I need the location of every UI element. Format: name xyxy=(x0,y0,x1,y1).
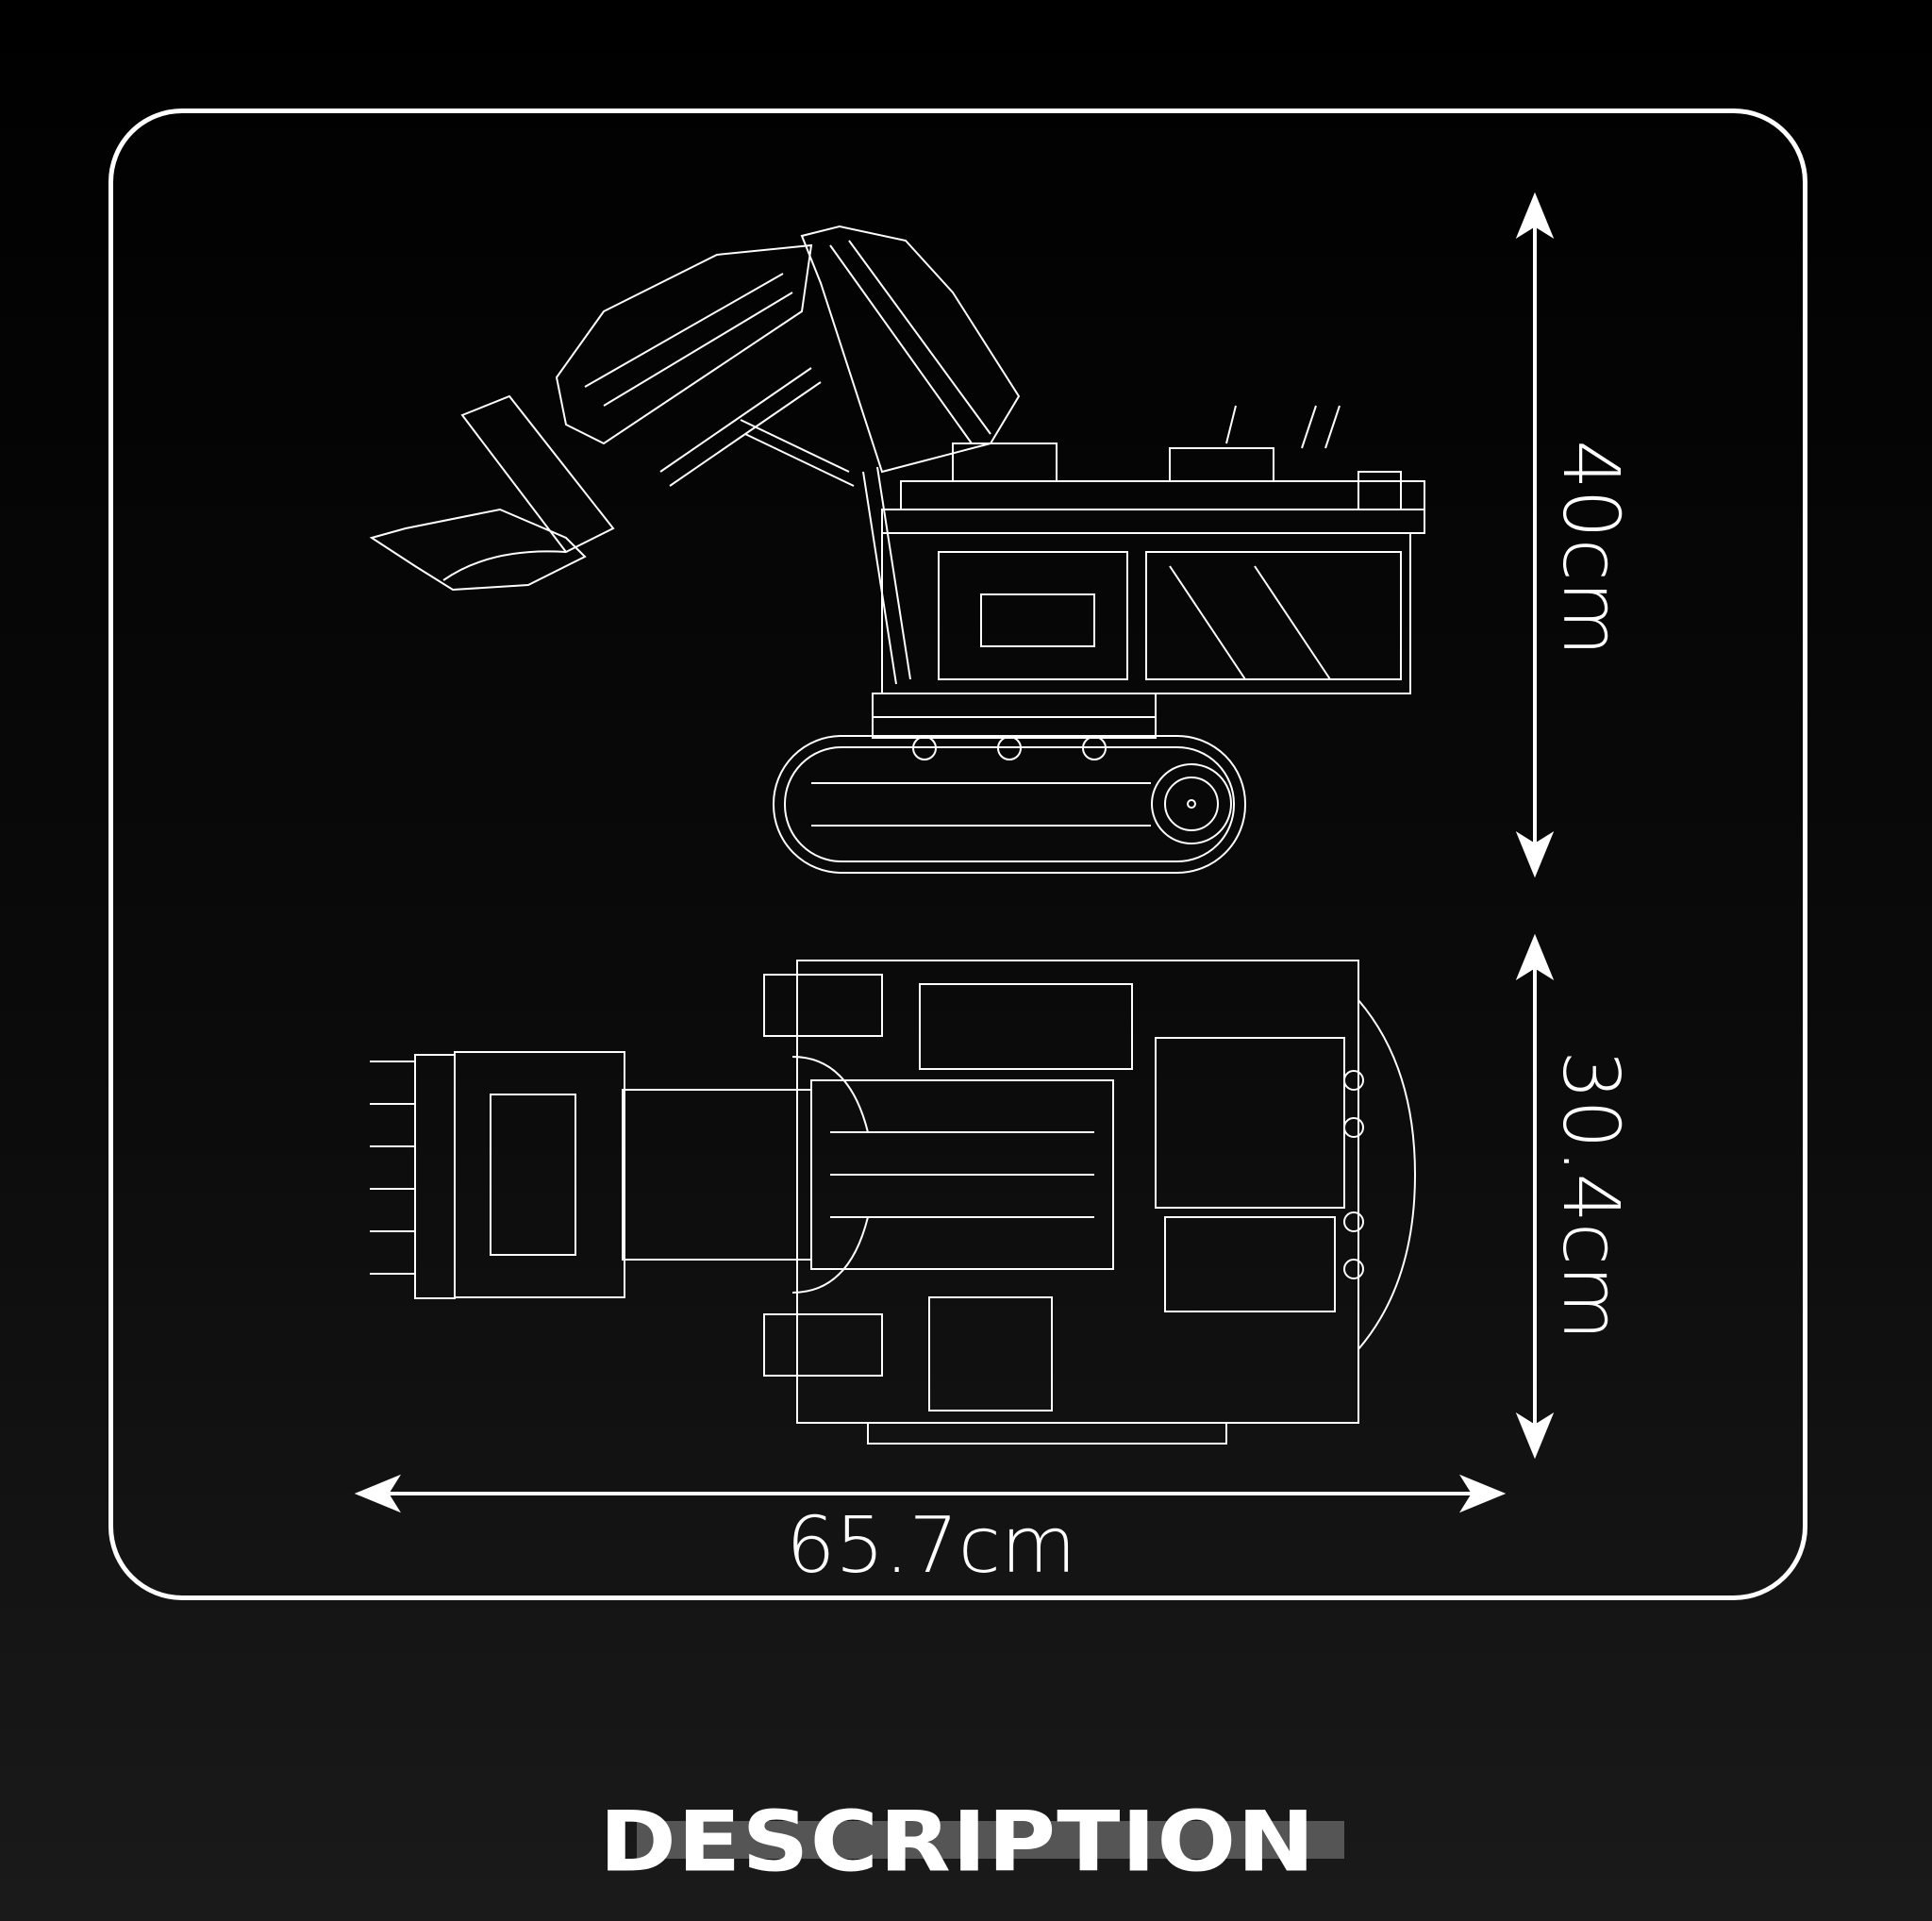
width-label: 30.4cm xyxy=(1545,1050,1635,1341)
top-view-drawing xyxy=(370,960,1417,1445)
length-label: 65.7cm xyxy=(786,1501,1076,1591)
title-bar-background xyxy=(637,1821,1344,1859)
dimension-frame xyxy=(108,109,1807,1600)
length-arrow xyxy=(354,1474,1507,1513)
height-label: 40cm xyxy=(1545,440,1635,657)
width-arrow xyxy=(1515,933,1555,1460)
section-title: DESCRIPTION xyxy=(599,1793,1316,1891)
side-view-drawing xyxy=(369,225,1425,874)
height-arrow xyxy=(1515,192,1555,878)
